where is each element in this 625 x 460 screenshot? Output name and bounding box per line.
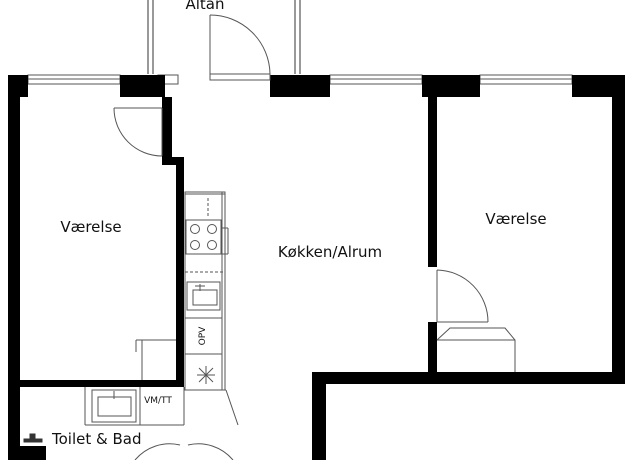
bathroom-label: Toilet & Bad	[51, 430, 141, 448]
balcony-label: Altan	[185, 0, 224, 13]
washbasin-icon	[91, 389, 137, 423]
kitchen-counter	[184, 191, 229, 391]
left-room-label: Værelse	[60, 218, 121, 236]
doors	[113, 14, 516, 460]
walls	[8, 75, 625, 460]
sink-icon	[186, 281, 221, 311]
storage-label: OPV	[198, 326, 208, 346]
stove-icon	[185, 219, 222, 255]
toilet-icon	[23, 433, 43, 443]
bathroom-fixtures	[84, 387, 239, 426]
snowflake-icon	[197, 366, 215, 384]
balcony	[147, 0, 301, 74]
washer-dryer-label: VM/TT	[144, 396, 172, 406]
kitchen-living-label: Køkken/Alrum	[278, 243, 382, 261]
right-room-label: Værelse	[485, 210, 546, 228]
